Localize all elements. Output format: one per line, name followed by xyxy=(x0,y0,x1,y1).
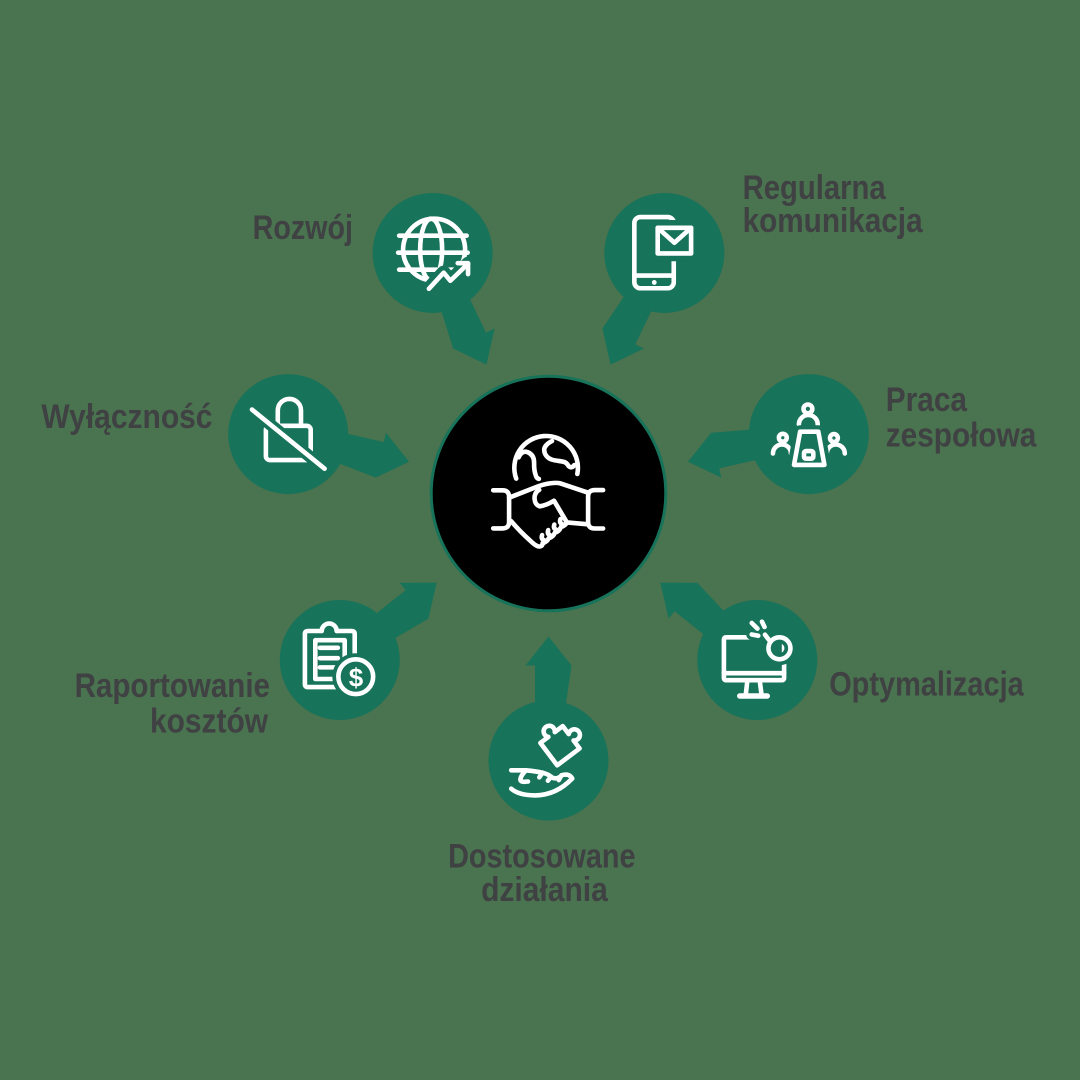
svg-text:działania: działania xyxy=(481,871,609,909)
svg-text:Wyłączność: Wyłączność xyxy=(41,398,212,436)
svg-text:Regularna: Regularna xyxy=(743,169,887,207)
svg-text:Rozwój: Rozwój xyxy=(253,209,353,247)
svg-text:Optymalizacja: Optymalizacja xyxy=(829,666,1024,704)
svg-text:kosztów: kosztów xyxy=(150,703,268,741)
svg-text:Dostosowane: Dostosowane xyxy=(448,837,635,875)
svg-text:Raportowanie: Raportowanie xyxy=(75,667,270,705)
svg-text:zespołowa: zespołowa xyxy=(886,417,1037,455)
svg-text:komunikacja: komunikacja xyxy=(743,202,924,240)
svg-text:Praca: Praca xyxy=(886,381,968,419)
svg-text:$: $ xyxy=(349,662,364,692)
